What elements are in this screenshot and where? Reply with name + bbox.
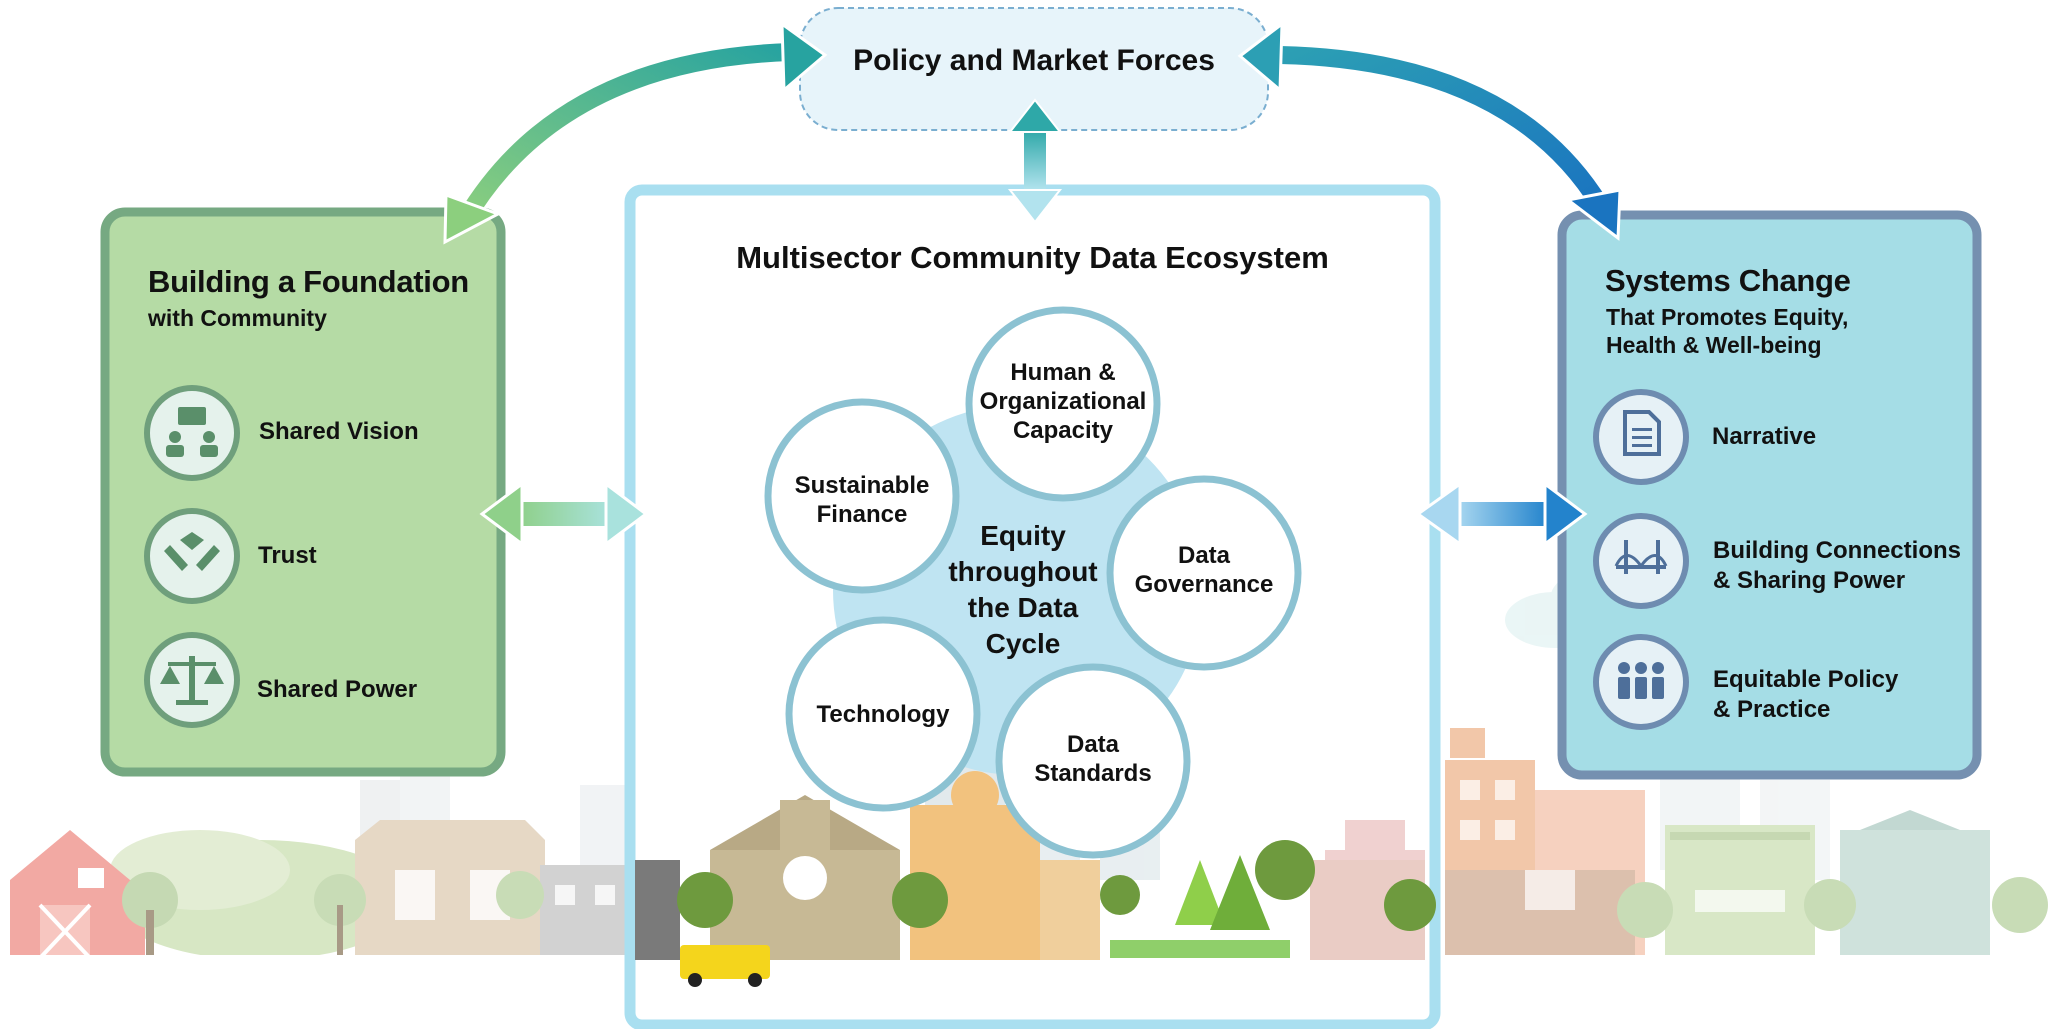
left-item-trust: Trust <box>258 542 317 569</box>
right-panel-title: Systems Change <box>1605 263 1851 298</box>
farm-scene <box>10 830 410 960</box>
left-arc-arrow-shaft <box>457 43 791 225</box>
left-item-shared-power: Shared Power <box>257 676 418 703</box>
left-item-shared-vision: Shared Vision <box>259 418 419 445</box>
right-item-equitable-policy: Equitable Policy & Practice <box>1713 666 1899 723</box>
circle-label-data-governance: Data Governance <box>1134 542 1274 598</box>
left-panel-title: Building a Foundation <box>148 264 469 299</box>
ecosystem-circles <box>764 306 1302 859</box>
circle-sustainable-finance <box>764 398 960 594</box>
right-panel-subtitle: That Promotes Equity, Health & Well-bein… <box>1606 304 1849 358</box>
right-arc-arrowhead-left <box>1237 20 1284 94</box>
right-horizontal-arrow-shaft <box>1458 502 1548 526</box>
left-panel-box <box>100 207 506 777</box>
vertical-arrow-shaft <box>1024 130 1046 190</box>
left-icon-glyphs <box>160 407 224 705</box>
circle-label-human-capacity: Human & Organizational Capacity <box>979 359 1147 444</box>
circle-technology <box>785 616 981 812</box>
people-meeting-icon <box>144 385 240 481</box>
left-panel-subtitle: with Community <box>148 305 327 331</box>
left-horizontal-arrowhead-right <box>604 481 649 547</box>
equity-hub-label: Equity throughout the Data Cycle <box>948 520 1098 659</box>
vertical-arrowhead-down <box>1007 189 1063 224</box>
circle-label-technology: Technology <box>816 701 950 728</box>
joined-hands-icon <box>144 508 240 604</box>
circle-label-data-standards: Data Standards <box>1034 731 1152 787</box>
circle-label-sustainable-finance: Sustainable Finance <box>794 472 930 528</box>
right-horizontal-arrowhead-right <box>1543 481 1588 547</box>
right-item-building-connections: Building Connections & Sharing Power <box>1713 537 1961 594</box>
left-arc-arrowhead-right <box>780 21 828 94</box>
left-arc-arrowhead-down <box>443 192 502 245</box>
bridge-icon <box>1593 513 1689 609</box>
center-buildings <box>635 771 1436 987</box>
circle-human-capacity <box>965 306 1161 502</box>
left-horizontal-arrow-shaft <box>520 502 610 526</box>
left-horizontal-arrowhead-left <box>479 481 524 547</box>
circle-data-standards <box>995 663 1191 859</box>
right-horizontal-arrowhead-left <box>1415 481 1462 547</box>
right-arc-arrow-shaft <box>1279 46 1608 210</box>
circle-data-governance <box>1106 475 1302 671</box>
right-arc-arrowhead-down <box>1564 188 1622 241</box>
right-icon-glyphs <box>1614 410 1668 699</box>
vertical-arrowhead-up <box>1007 98 1063 133</box>
left-town-scene <box>314 820 630 955</box>
right-item-narrative: Narrative <box>1712 423 1817 450</box>
right-town-scene <box>1445 728 2048 960</box>
center-panel-title: Multisector Community Data Ecosystem <box>736 240 1329 275</box>
policy-label: Policy and Market Forces <box>853 44 1215 77</box>
right-item-icons <box>1593 389 1689 730</box>
